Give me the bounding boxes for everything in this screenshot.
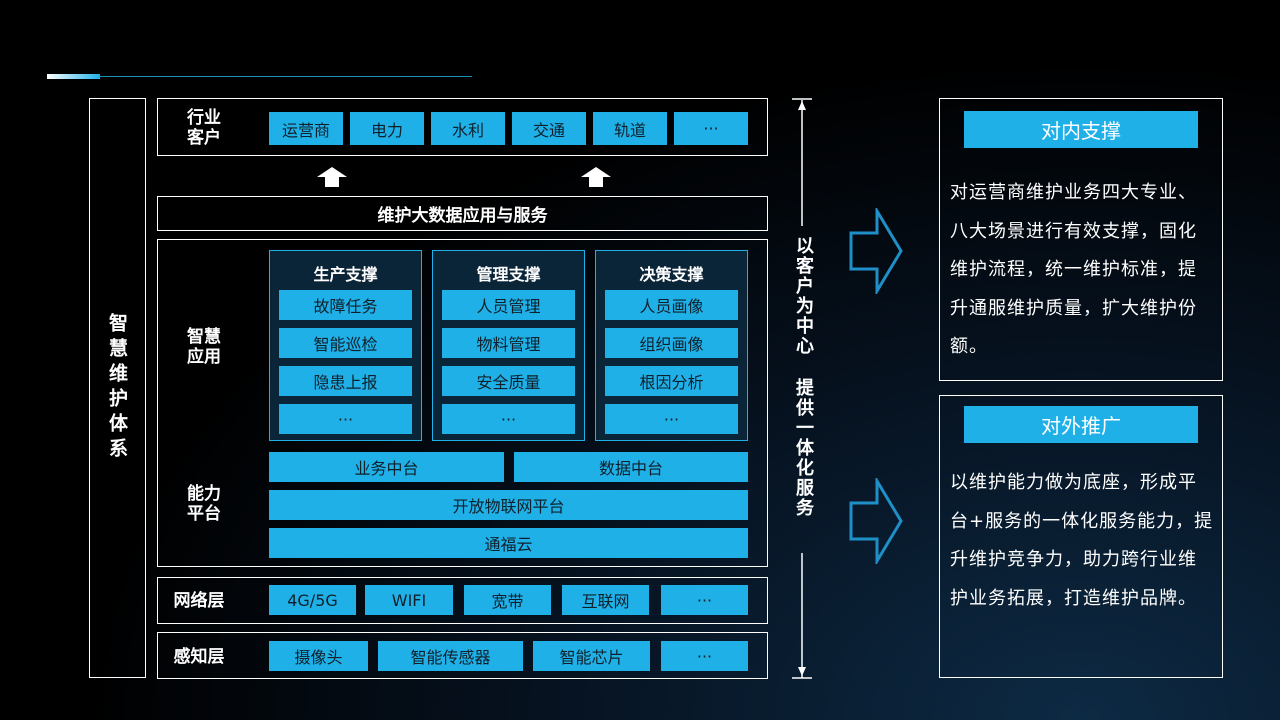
column-title: 管理支撑 [476,265,541,284]
industry-label: 行业客户 [187,108,221,148]
sensing-layer-row [157,632,768,679]
external-promotion-title: 对外推广 [964,406,1198,443]
business-middle-platform: 业务中台 [269,452,504,482]
internal-support-panel: 对内支撑 对运营商维护业务四大专业、八大场景进行有效支撑，固化维护流程，统一维护… [939,98,1223,381]
up-arrow-icon [317,167,347,187]
left-title: 智慧维护体系 [106,313,128,463]
sensing-chip: ··· [661,641,748,671]
app-chip: ··· [605,404,738,434]
industry-row [157,98,768,156]
cloud-platform: 通福云 [269,528,748,558]
iot-platform: 开放物联网平台 [269,490,748,520]
network-chip: WIFI [365,585,453,615]
title-line [100,76,472,77]
app-chip: 隐患上报 [279,366,412,396]
app-chip: 智能巡检 [279,328,412,358]
network-chip: 宽带 [464,585,551,615]
left-title-box: 智慧维护体系 [89,98,146,678]
app-chip: ··· [442,404,575,434]
column-management: 管理支撑 人员管理 物料管理 安全质量 ··· [432,250,585,441]
center-slogan-part1: 以客户为中心 [793,236,814,356]
industry-chip: 运营商 [269,112,343,145]
app-chip: 人员管理 [442,290,575,320]
smart-app-label: 智慧应用 [187,327,221,367]
sensing-chip: 智能芯片 [533,641,650,671]
right-arrow-icon [849,208,903,294]
app-chip: 安全质量 [442,366,575,396]
platform-label: 能力平台 [187,484,221,524]
industry-chip: 交通 [512,112,586,145]
external-promotion-text: 以维护能力做为底座，形成平台+服务的一体化服务能力，提升维护竞争力，助力跨行业维… [950,472,1214,609]
internal-support-text: 对运营商维护业务四大专业、八大场景进行有效支撑，固化维护流程，统一维护标准，提升… [950,182,1197,357]
industry-chip: 水利 [431,112,505,145]
network-chip: 4G/5G [269,585,356,615]
app-chip: 组织画像 [605,328,738,358]
sensing-label: 感知层 [173,647,225,667]
app-chip: 人员画像 [605,290,738,320]
app-chip: 故障任务 [279,290,412,320]
column-production: 生产支撑 故障任务 智能巡检 隐患上报 ··· [269,250,422,441]
double-arrow-line-icon [792,98,812,679]
network-chip: ··· [661,585,748,615]
title-accent-bar [47,74,100,79]
network-chip: 互联网 [562,585,649,615]
app-chip: 物料管理 [442,328,575,358]
industry-chip: ··· [674,112,748,145]
network-label: 网络层 [173,591,225,611]
data-middle-platform: 数据中台 [514,452,748,482]
internal-support-title: 对内支撑 [964,111,1198,148]
application-platform-box [157,239,768,567]
external-promotion-panel: 对外推广 以维护能力做为底座，形成平台+服务的一体化服务能力，提升维护竞争力，助… [939,395,1223,678]
right-arrow-icon [849,478,903,564]
center-slogan: 以客户为中心提供一体化服务 [790,236,816,556]
center-slogan-part2: 提供一体化服务 [793,378,814,518]
column-title: 生产支撑 [313,265,378,284]
sensing-chip: 智能传感器 [378,641,523,671]
industry-chip: 轨道 [593,112,667,145]
sensing-chip: 摄像头 [269,641,368,671]
up-arrow-icon [581,167,611,187]
network-layer-row [157,577,768,624]
bigdata-bar: 维护大数据应用与服务 [157,196,768,231]
app-chip: 根因分析 [605,366,738,396]
app-chip: ··· [279,404,412,434]
bigdata-bar-label: 维护大数据应用与服务 [377,206,548,226]
column-decision: 决策支撑 人员画像 组织画像 根因分析 ··· [595,250,748,441]
column-title: 决策支撑 [639,265,704,284]
industry-chip: 电力 [350,112,424,145]
